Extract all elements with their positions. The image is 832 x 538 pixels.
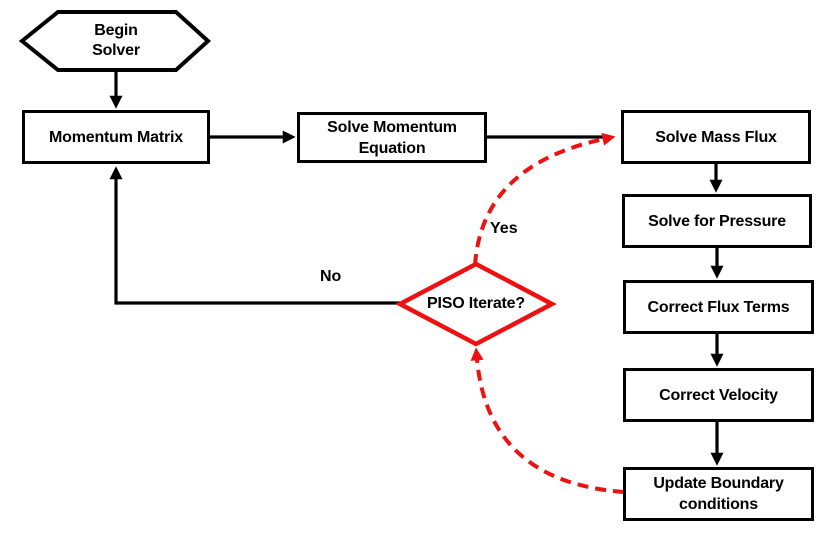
node-begin-solver-label: Begin Solver: [92, 22, 140, 59]
edge-piso-yes-to-mass-flux: [473, 132, 616, 266]
node-momentum-matrix: Momentum Matrix: [22, 110, 210, 164]
node-correct-flux-terms: Correct Flux Terms: [623, 280, 814, 334]
node-solve-momentum-equation: Solve Momentum Equation: [297, 112, 487, 163]
piso-iterate-diamond: [395, 261, 557, 347]
node-solve-mass-flux: Solve Mass Flux: [621, 110, 811, 164]
edge-label-no: No: [320, 268, 342, 285]
node-solve-for-pressure: Solve for Pressure: [622, 194, 812, 248]
node-piso-iterate-label: PISO Iterate?: [427, 295, 525, 312]
begin-solver-hexagon: [18, 10, 211, 72]
edge-piso-no-to-momentum: [109, 166, 400, 305]
edge-label-yes: Yes: [490, 220, 518, 237]
node-correct-velocity: Correct Velocity: [623, 368, 814, 422]
node-update-boundary-conditions: Update Boundary conditions: [623, 467, 814, 521]
edge-update-boundary-to-piso: [470, 347, 625, 494]
